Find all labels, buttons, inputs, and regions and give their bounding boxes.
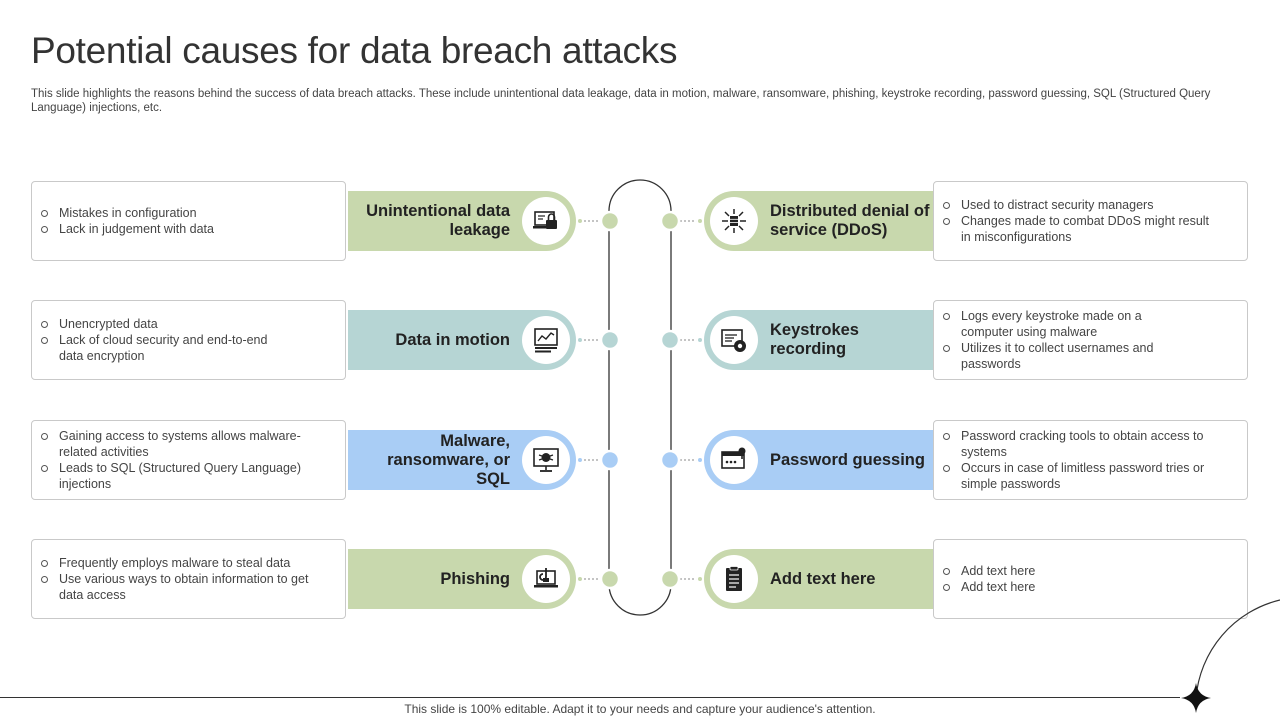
bullet-item: Unencrypted data — [40, 316, 337, 332]
bullet-item: Gaining access to systems allows malware… — [40, 428, 324, 460]
bullet-item: Changes made to combat DDoS might result… — [942, 213, 1211, 245]
password-window-icon — [710, 436, 758, 484]
footer-note: This slide is 100% editable. Adapt it to… — [404, 702, 876, 716]
bullet-item: Occurs in case of limitless password tri… — [942, 460, 1211, 492]
left-band-3: Malware, ransomware, or SQL — [348, 430, 576, 490]
bullet-item: Lack in judgement with data — [40, 221, 337, 237]
bullet-list: Add text here Add text here — [942, 563, 1239, 595]
right-box-2: Logs every keystroke made on a computer … — [933, 300, 1248, 380]
left-band-1: Unintentional data leakage — [348, 191, 576, 251]
cause-label: Distributed denial of service (DDoS) — [770, 202, 930, 239]
bullet-item: Password cracking tools to obtain access… — [942, 428, 1211, 460]
right-band-4: Add text here — [704, 549, 934, 609]
left-box-2: Unencrypted data Lack of cloud security … — [31, 300, 346, 380]
footer-divider — [0, 697, 1180, 698]
right-box-4: Add text here Add text here — [933, 539, 1248, 619]
left-band-2: Data in motion — [348, 310, 576, 370]
cause-label: Add text here — [770, 569, 876, 588]
right-band-2: Keystrokes recording — [704, 310, 934, 370]
bullet-item: Add text here — [942, 579, 1239, 595]
right-box-3: Password cracking tools to obtain access… — [933, 420, 1248, 500]
left-box-3: Gaining access to systems allows malware… — [31, 420, 346, 500]
bullet-item: Frequently employs malware to steal data — [40, 555, 337, 571]
bullet-list: Used to distract security managers Chang… — [942, 197, 1239, 245]
right-band-3: Password guessing — [704, 430, 934, 490]
data-chart-icon — [522, 316, 570, 364]
server-network-icon — [710, 197, 758, 245]
bullet-list: Mistakes in configuration Lack in judgem… — [40, 205, 337, 237]
cause-label: Data in motion — [395, 330, 510, 349]
cause-label: Password guessing — [770, 450, 925, 469]
bullet-item: Used to distract security managers — [942, 197, 1239, 213]
bullet-item: Lack of cloud security and end-to-end da… — [40, 332, 289, 364]
right-band-1: Distributed denial of service (DDoS) — [704, 191, 934, 251]
bullet-item: Logs every keystroke made on a computer … — [942, 308, 1176, 340]
right-box-1: Used to distract security managers Chang… — [933, 181, 1248, 261]
document-gear-icon — [710, 316, 758, 364]
bullet-item: Use various ways to obtain information t… — [40, 571, 309, 603]
bullet-list: Password cracking tools to obtain access… — [942, 428, 1239, 492]
bullet-list: Unencrypted data Lack of cloud security … — [40, 316, 337, 364]
bullet-list: Logs every keystroke made on a computer … — [942, 308, 1239, 372]
bullet-list: Frequently employs malware to steal data… — [40, 555, 337, 603]
left-band-4: Phishing — [348, 549, 576, 609]
cause-label: Keystrokes recording — [770, 321, 859, 358]
clipboard-icon — [710, 555, 758, 603]
laptop-hook-icon — [522, 555, 570, 603]
monitor-bug-icon — [522, 436, 570, 484]
bullet-item: Mistakes in configuration — [40, 205, 337, 221]
cause-label: Malware, ransomware, or SQL — [387, 431, 510, 488]
laptop-lock-icon — [522, 197, 570, 245]
bullet-item: Leads to SQL (Structured Query Language)… — [40, 460, 324, 492]
page-title: Potential causes for data breach attacks — [31, 30, 678, 71]
page-subtitle: This slide highlights the reasons behind… — [31, 88, 1211, 114]
cause-label: Unintentional data leakage — [366, 202, 510, 239]
bullet-item: Add text here — [942, 563, 1239, 579]
bullet-item: Utilizes it to collect usernames and pas… — [942, 340, 1161, 372]
left-box-1: Mistakes in configuration Lack in judgem… — [31, 181, 346, 261]
cause-label: Phishing — [440, 569, 510, 588]
bullet-list: Gaining access to systems allows malware… — [40, 428, 337, 492]
left-box-4: Frequently employs malware to steal data… — [31, 539, 346, 619]
